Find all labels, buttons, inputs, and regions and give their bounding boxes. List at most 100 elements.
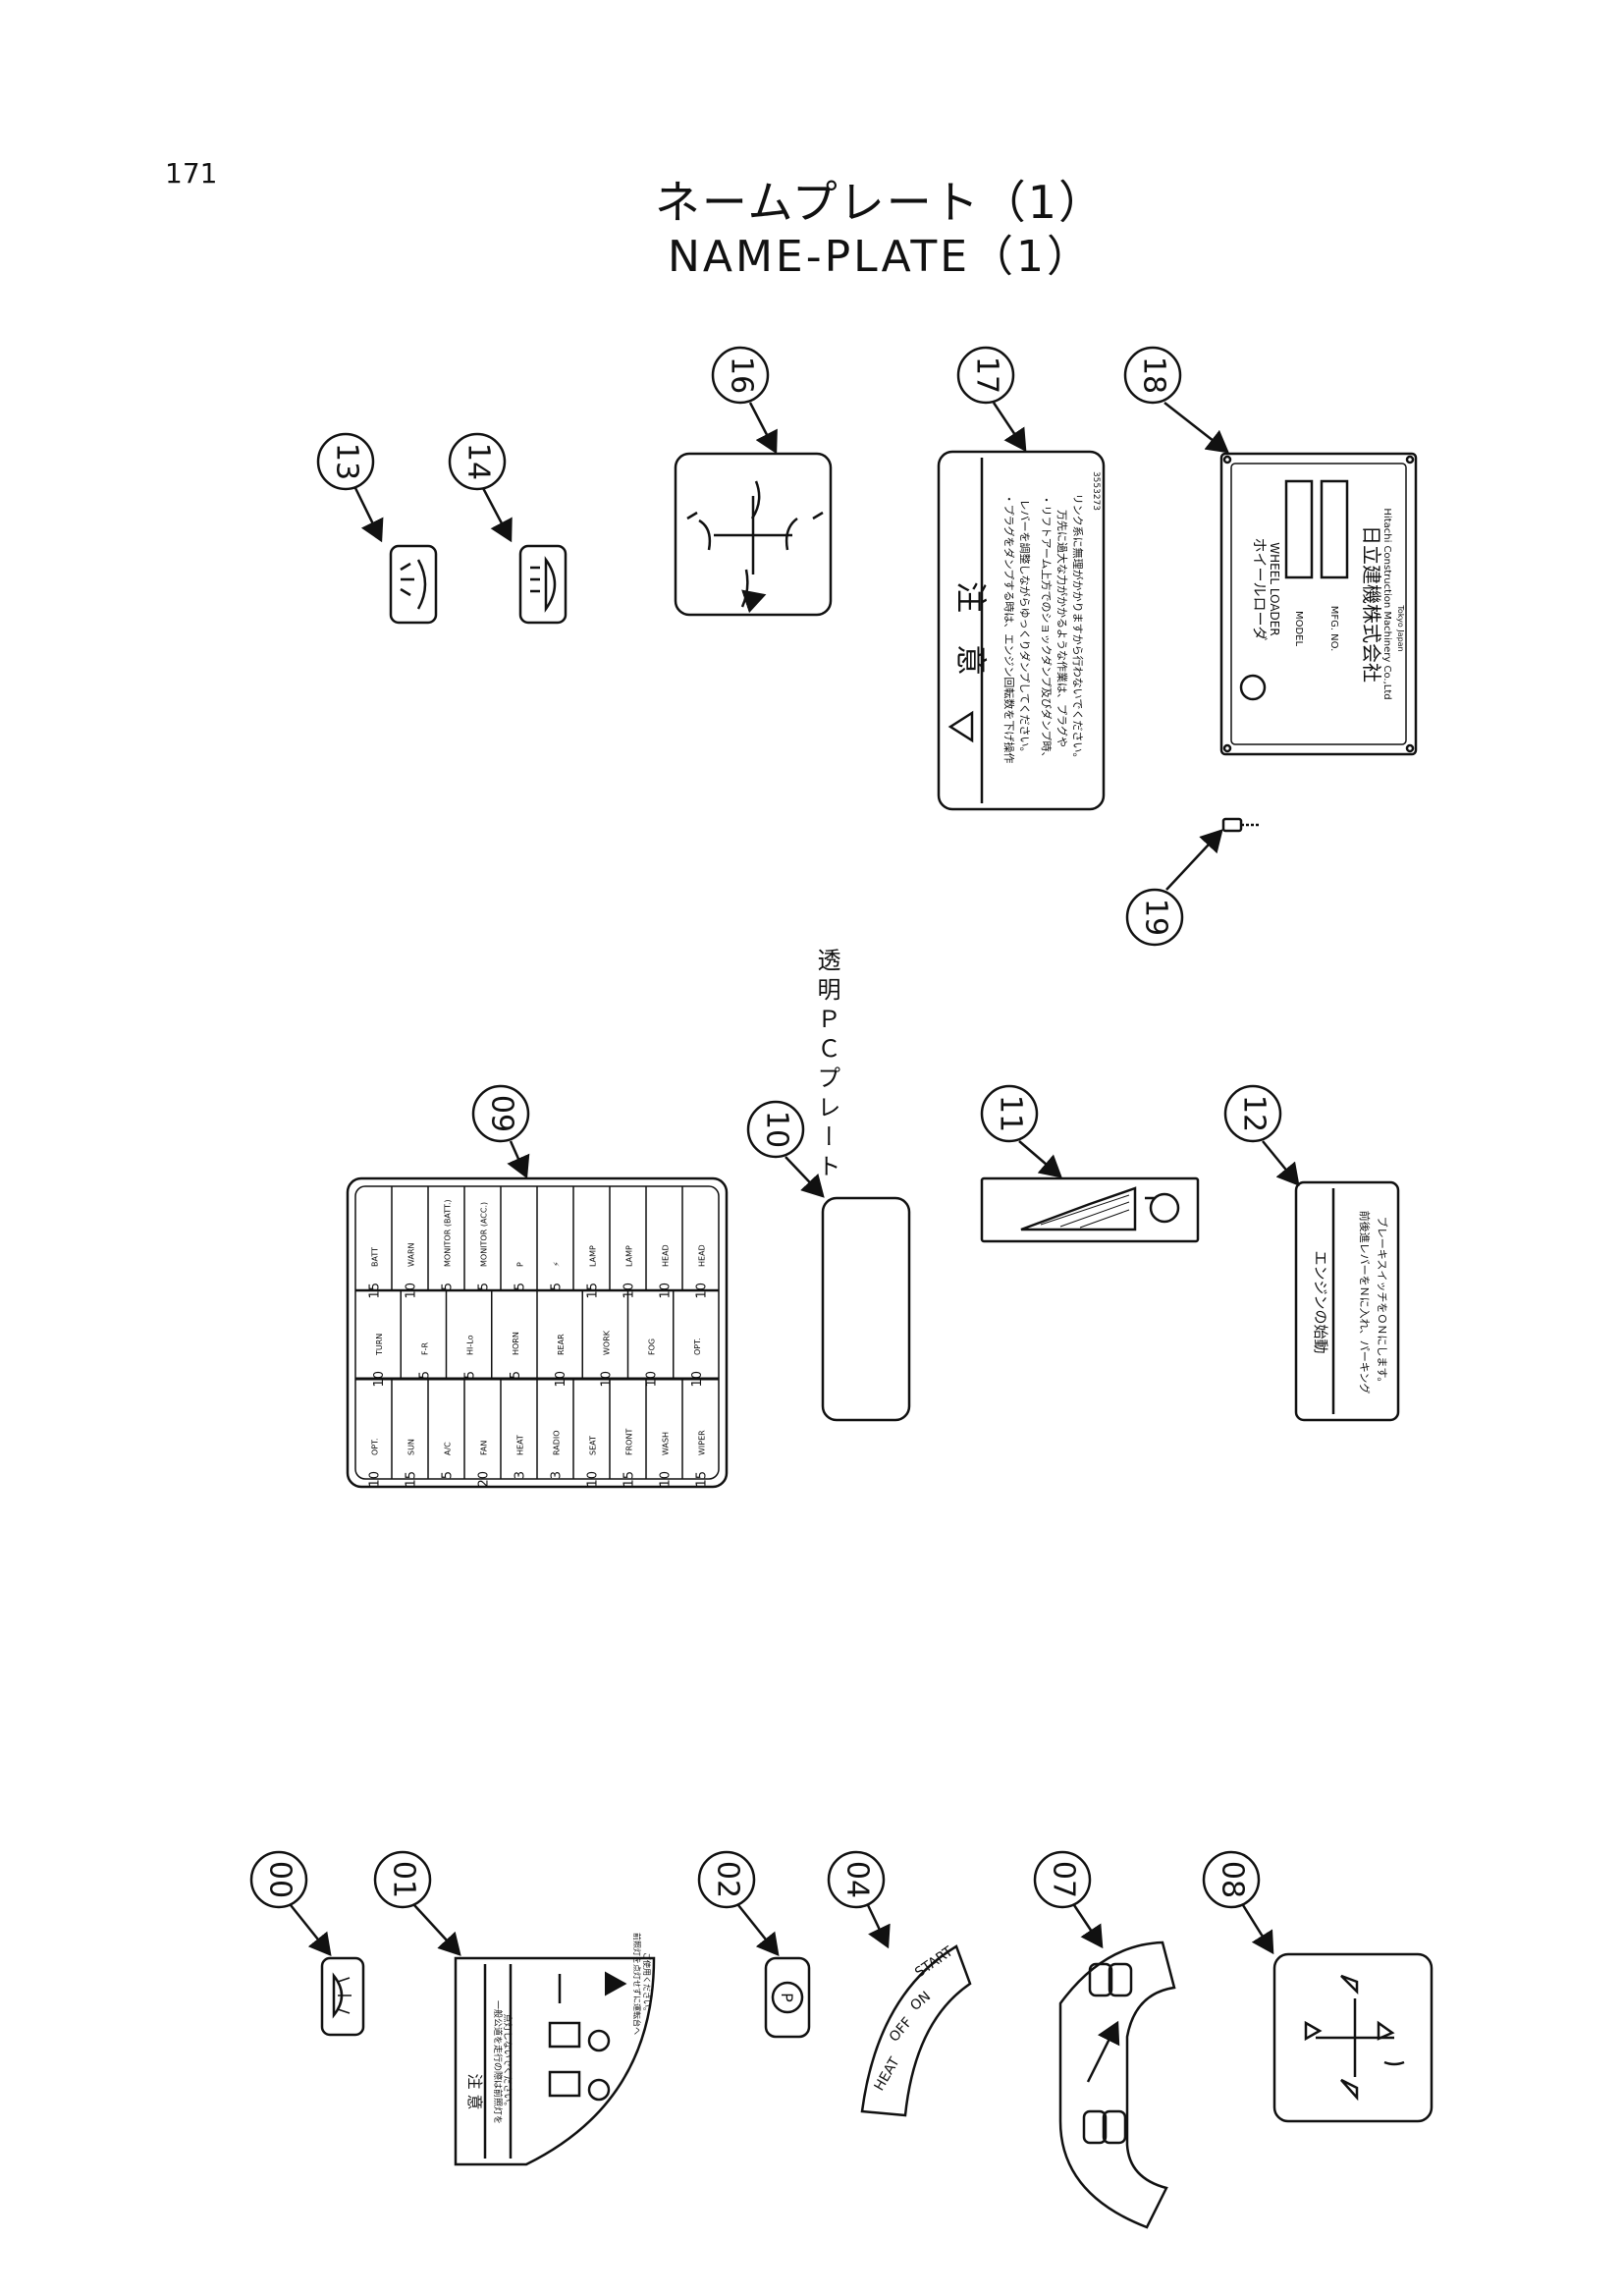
svg-text:00: 00 [263, 1861, 298, 1898]
fuse-amperage: 5 [441, 1471, 456, 1479]
fuse-circuit-label: HORN [512, 1332, 520, 1355]
fuse-circuit-label: SUN [407, 1439, 416, 1455]
fuse-amperage: 10 [695, 1283, 710, 1299]
callout-07: 07 [1033, 1850, 1104, 1949]
callout-01: 01 [373, 1850, 461, 1956]
fuse-circuit-label: BATT [371, 1247, 380, 1267]
page-number: 171 [165, 157, 218, 190]
plate-09-fuse-label: 15 BATT 10 WARN 5 MONITOR (BATT.) 5 MONITOR (AC… [346, 1176, 729, 1489]
svg-text:07: 07 [1047, 1861, 1081, 1898]
fuse-amperage: 10 [368, 1471, 383, 1488]
svg-text:ON: ON [907, 1989, 934, 2014]
fuse-circuit-label: MONITOR (BATT.) [444, 1199, 453, 1267]
svg-text:3553273: 3553273 [1091, 471, 1101, 511]
fuse-circuit-label: TURN [375, 1334, 384, 1356]
fuse-circuit-label: F-R [420, 1342, 429, 1355]
svg-text:ホイールローダ: ホイールローダ [1251, 537, 1269, 640]
plate-17-caution-label: 注 意 ・プラグをダンプする時は、エンジン回転数を下げ操作 レバーを調整しながら… [937, 450, 1106, 811]
fuse-amperage: 10 [586, 1471, 601, 1488]
plate-16-lever-pattern-label [674, 452, 833, 615]
fuse-amperage: 5 [477, 1283, 492, 1290]
fuse-amperage: 5 [417, 1371, 432, 1379]
plate-13-work-lamp-label [389, 544, 438, 625]
plate-08-lever-pattern-label [1272, 1952, 1434, 2123]
fuse-amperage: 10 [659, 1471, 674, 1488]
fuse-circuit-label: REAR [557, 1334, 566, 1355]
callout-13: 13 [316, 432, 384, 543]
svg-text:前照灯を点灯せずに運転台へ: 前照灯を点灯せずに運転台へ [632, 1933, 642, 2035]
fuse-amperage: 3 [514, 1471, 528, 1479]
plate-01-caution-label: 注 意 一般公道を走行の際は前照灯を 点灯しないでください。 前照灯を点灯せずに… [454, 1933, 656, 2166]
svg-text:11: 11 [994, 1095, 1028, 1132]
svg-text:注 意: 注 意 [952, 581, 990, 676]
svg-text:日立建機株式会社: 日立建機株式会社 [1360, 525, 1383, 683]
fuse-circuit-label: OPT. [693, 1338, 702, 1355]
svg-text:万先に過大な力がかかるような作業は、プラグや: 万先に過大な力がかかるような作業は、プラグや [1055, 510, 1069, 747]
callout-08: 08 [1202, 1850, 1274, 1955]
callout-14: 14 [448, 432, 513, 543]
callout-12: 12 [1223, 1084, 1300, 1186]
fuse-amperage: 15 [622, 1471, 637, 1488]
plate-11-throttle-scale [980, 1176, 1200, 1243]
svg-text:OFF: OFF [887, 2015, 916, 2046]
plate-14-head-lamp-label [518, 544, 568, 625]
plate-12-engine-start-label: エンジンの始動 前後進レバーをＮに入れ、パーキング ブレーキスイッチをＯＮにしま… [1294, 1180, 1400, 1422]
svg-text:10: 10 [760, 1111, 794, 1148]
svg-text:14: 14 [461, 443, 496, 480]
svg-text:16: 16 [725, 356, 759, 394]
fuse-amperage: 5 [463, 1371, 478, 1379]
fuse-circuit-label: MONITOR (ACC.) [480, 1202, 489, 1267]
svg-text:WHEEL LOADER: WHEEL LOADER [1268, 542, 1281, 635]
fuse-circuit-label: RADIO [553, 1430, 562, 1455]
fuse-amperage: 10 [645, 1371, 660, 1388]
svg-text:エンジンの始動: エンジンの始動 [1312, 1250, 1329, 1353]
fuse-amperage: 10 [554, 1371, 568, 1388]
callout-10: 10 [746, 1100, 825, 1198]
svg-text:Tokyo Japan: Tokyo Japan [1396, 604, 1405, 651]
fuse-circuit-label: FOG [648, 1339, 657, 1355]
fuse-circuit-label: WASH [662, 1432, 671, 1455]
fuse-amperage: 15 [695, 1471, 710, 1488]
plate-10-note: 透明ＰＣプレート [813, 948, 840, 1183]
fuse-circuit-label: WARN [407, 1242, 416, 1267]
callout-11: 11 [980, 1084, 1062, 1178]
fuse-circuit-label: FAN [480, 1441, 489, 1455]
svg-text:前後進レバーをＮに入れ、パーキング: 前後進レバーをＮに入れ、パーキング [1358, 1211, 1372, 1394]
fuse-amperage: 5 [514, 1283, 528, 1290]
svg-text:08: 08 [1216, 1861, 1250, 1898]
svg-text:・プラグをダンプする時は、エンジン回転数を下げ操作: ・プラグをダンプする時は、エンジン回転数を下げ操作 [1002, 494, 1016, 764]
svg-text:04: 04 [840, 1861, 875, 1898]
fuse-circuit-label: LAMP [625, 1245, 634, 1267]
fuse-circuit-label: HEAT [516, 1435, 525, 1455]
callout-19: 19 [1125, 829, 1223, 947]
fuse-amperage: 15 [368, 1283, 383, 1299]
fuse-amperage: 10 [405, 1283, 419, 1299]
fuse-amperage: 3 [550, 1471, 565, 1479]
svg-text:P: P [778, 1993, 796, 2002]
svg-text:レバーを調整しながらゆっくりダンプしてください。: レバーを調整しながらゆっくりダンプしてください。 [1018, 499, 1032, 757]
callout-00: 00 [249, 1850, 332, 1956]
fuse-amperage: 5 [441, 1283, 456, 1290]
svg-text:MFG. NO.: MFG. NO. [1328, 606, 1339, 652]
svg-text:Hitachi Construction Machinery: Hitachi Construction Machinery Co.,Ltd [1381, 508, 1392, 699]
fuse-circuit-label: HI-Lo [466, 1335, 475, 1355]
fuse-amperage: 10 [599, 1371, 614, 1388]
svg-text:リンク系に無理がかかりますから行わないでください。: リンク系に無理がかかりますから行わないでください。 [1071, 494, 1085, 764]
svg-text:MODEL: MODEL [1293, 611, 1304, 647]
fuse-grid: 15 BATT 10 WARN 5 MONITOR (BATT.) 5 MONITOR (AC… [368, 1186, 710, 1488]
fuse-amperage: 10 [690, 1371, 705, 1388]
svg-text:13: 13 [330, 443, 364, 480]
fuse-circuit-label: WIPER [698, 1430, 707, 1455]
svg-text:12: 12 [1237, 1095, 1271, 1132]
fuse-circuit-label: HEAD [698, 1244, 707, 1267]
fuse-amperage: 15 [586, 1283, 601, 1299]
svg-text:ブレーキスイッチをＯＮにします。: ブレーキスイッチをＯＮにします。 [1376, 1217, 1389, 1389]
fuse-amperage: 10 [372, 1371, 387, 1388]
fuse-amperage: 10 [622, 1283, 637, 1299]
svg-text:ご使用ください。: ご使用ください。 [642, 1952, 652, 2015]
fuse-amperage: 10 [659, 1283, 674, 1299]
svg-text:18: 18 [1137, 356, 1171, 394]
page-title-en: NAME-PLATE（1） [667, 232, 1094, 282]
svg-text:一般公道を走行の際は前照灯を: 一般公道を走行の際は前照灯を [492, 2000, 504, 2124]
